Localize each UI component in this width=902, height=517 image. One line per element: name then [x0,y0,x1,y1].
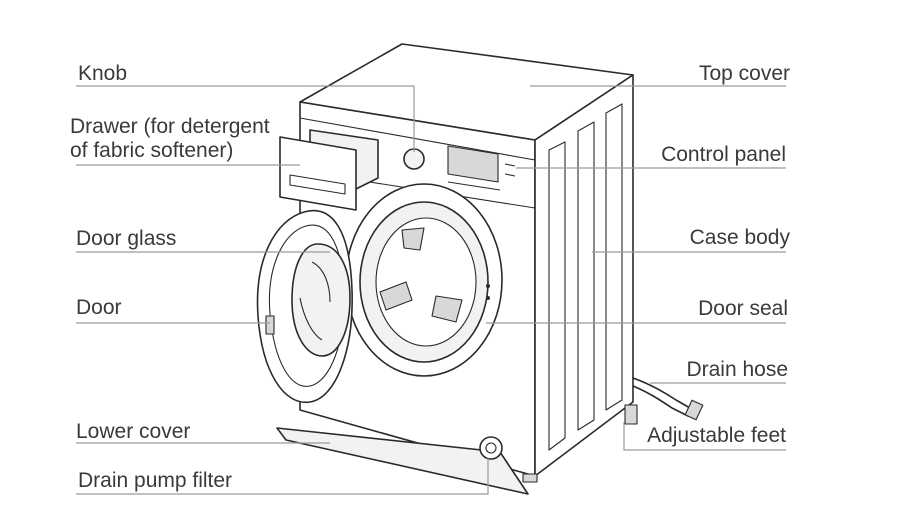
drum-back [375,217,477,347]
button-row [447,163,516,191]
door-hinge [265,315,275,335]
door-glass-highlight [299,261,331,341]
label-knob: Knob [78,62,128,85]
drain-hose-shape [632,377,691,409]
foot-front [522,473,538,483]
drain-hose-end [684,399,704,421]
open-door [256,209,353,404]
detergent-drawer [279,129,379,211]
door-glass-shape [291,243,351,357]
seal-dot-2 [486,296,490,300]
label-door: Door [76,296,122,319]
drum-paddle-3 [431,295,463,323]
label-drawer-line2: of fabric softener) [70,139,234,162]
label-control-panel: Control panel [661,143,786,166]
drain-pump-filter-cap [485,442,497,454]
leader-drain-pump-filter [76,458,489,495]
leader-knob [76,85,415,152]
case-body-shape [534,74,634,477]
drum-paddle-2 [379,281,413,311]
label-drawer-line1: Drawer (for detergent [70,115,270,138]
side-panel-2 [577,121,595,431]
leader-adjustable-feet [623,422,786,451]
drawer-front [279,136,357,211]
label-case-body: Case body [689,226,790,249]
foot-right [624,404,638,425]
lower-cover-shape [276,427,529,495]
label-drain-pump-filter: Drain pump filter [78,469,233,492]
label-door-glass: Door glass [76,227,177,250]
side-panel-3 [605,103,623,411]
label-top-cover: Top cover [698,62,790,85]
seal-dot-1 [486,284,490,288]
leader-lines [76,85,786,495]
door-opening [345,183,503,377]
label-drain-hose: Drain hose [686,358,788,381]
drawer-handle [289,174,346,195]
drain-hose-shape-2 [632,385,689,417]
drain-pump-filter-shape [479,436,503,460]
side-panel-1 [548,141,566,451]
display-shape [447,145,499,183]
control-panel-details [403,145,516,191]
label-adjustable-feet: Adjustable feet [647,424,786,447]
drum-paddle-1 [401,227,425,251]
label-door-seal: Door seal [698,297,788,320]
label-lower-cover: Lower cover [76,420,191,443]
